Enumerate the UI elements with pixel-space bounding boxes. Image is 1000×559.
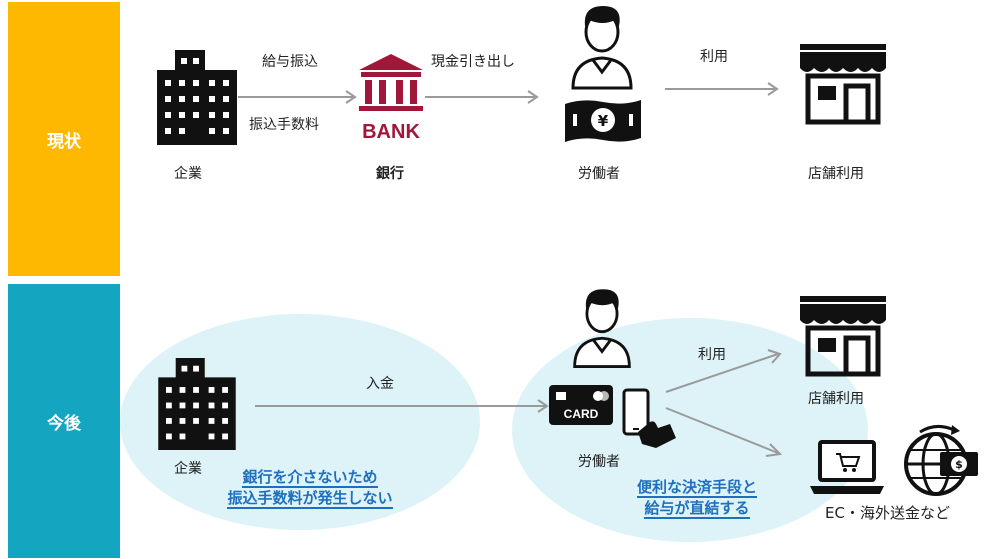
future-use-arrows [665,349,783,457]
cash-yen-symbol: ¥ [598,112,609,130]
future-building-icon [158,358,236,450]
bank-sign-text: BANK [362,121,420,143]
future-worker-label: 労働者 [578,454,620,470]
current-use-arrow [665,82,779,96]
phone-hand-icon [622,388,676,448]
withdraw-arrow [425,90,539,104]
fee-label: 振込手数料 [249,117,319,133]
current-section-band: 現状 [8,2,120,276]
money-dollar-symbol: $ [955,458,963,471]
future-section-label: 今後 [47,413,81,434]
transfer-label: 給与振込 [262,54,318,70]
card-text: CARD [564,407,599,421]
current-company-label: 企業 [174,166,202,182]
company-benefit-note: 銀行を介さないため 振込手数料が発生しない [195,467,425,509]
current-section-label: 現状 [47,131,81,152]
future-store-icon [800,296,886,377]
cash-icon: ¥ [565,100,641,142]
current-worker-label: 労働者 [578,166,620,182]
globe-money-icon: $ [904,425,978,496]
worker-note-line1: 便利な決済手段と [636,478,757,498]
bank-icon: BANK [359,54,423,143]
deposit-arrow [255,399,549,413]
transfer-arrow [238,90,357,104]
current-store-label: 店舗利用 [808,166,864,182]
future-section-band: 今後 [8,284,120,558]
card-icon: CARD [549,385,613,425]
company-note-line2: 振込手数料が発生しない [227,489,393,509]
laptop-cart-icon [810,440,884,494]
worker-icon [571,6,633,90]
worker-benefit-note: 便利な決済手段と 給与が直結する [612,477,782,519]
bank-label: 銀行 [376,166,404,182]
deposit-label: 入金 [366,376,394,392]
building-icon [157,50,237,145]
future-company-label: 企業 [174,461,202,477]
current-use-label: 利用 [700,49,728,65]
withdraw-label: 現金引き出し [431,54,515,70]
future-store-label: 店舗利用 [808,391,864,407]
store-icon [800,44,886,125]
future-use-label: 利用 [698,347,726,363]
future-worker-icon [573,289,631,368]
company-note-line1: 銀行を介さないため [242,468,378,488]
ec-remittance-label: EC・海外送金など [825,504,950,522]
worker-note-line2: 給与が直結する [644,499,750,519]
